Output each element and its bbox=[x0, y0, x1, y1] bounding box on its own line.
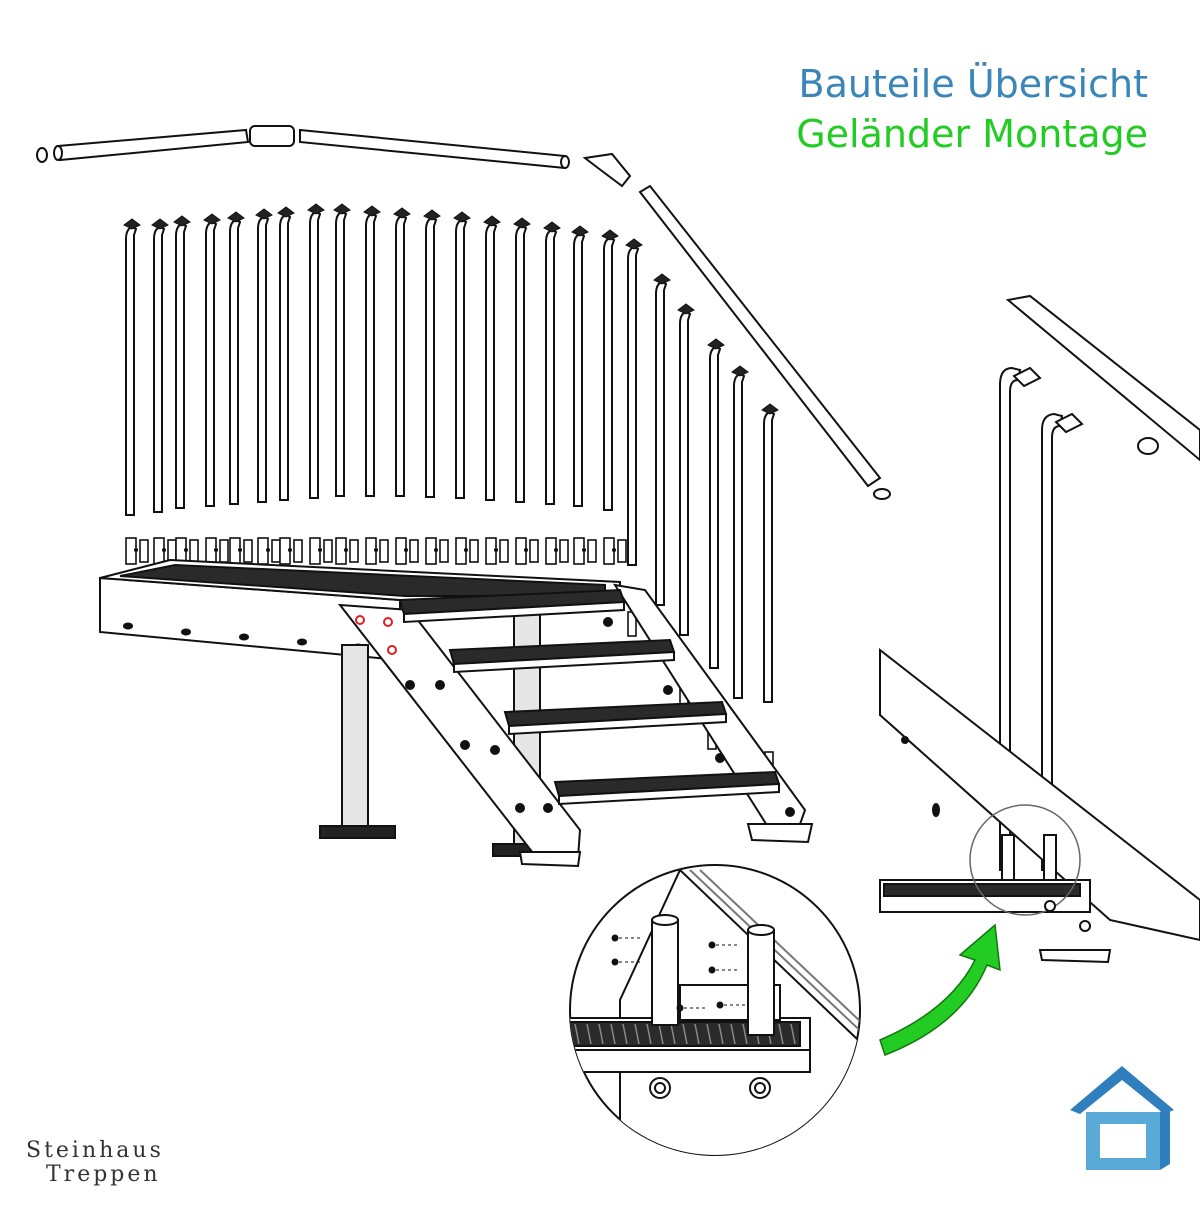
detail-stringer bbox=[879, 647, 1200, 942]
top-handrail bbox=[36, 125, 891, 500]
baluster bbox=[363, 205, 389, 565]
bolt-marker bbox=[383, 617, 393, 627]
staircase bbox=[337, 583, 814, 868]
baluster bbox=[333, 203, 359, 565]
brand-name-line1: Steinhaus bbox=[26, 1138, 164, 1163]
baluster bbox=[255, 208, 281, 565]
baluster bbox=[543, 221, 569, 565]
handrail-connector-right bbox=[582, 152, 632, 188]
bolt-marker bbox=[387, 645, 397, 655]
detail-bracket-1 bbox=[1001, 834, 1015, 881]
stair-step bbox=[448, 638, 676, 674]
platform bbox=[99, 558, 621, 662]
baluster bbox=[601, 229, 627, 565]
baluster bbox=[731, 365, 749, 699]
detail-bracket-2 bbox=[1043, 834, 1057, 881]
baluster bbox=[227, 211, 253, 565]
end-cap-right bbox=[873, 488, 891, 500]
stringer-holes bbox=[355, 615, 795, 817]
curved-arrow-icon bbox=[879, 923, 1001, 1056]
baluster bbox=[653, 273, 671, 606]
baluster bbox=[453, 211, 479, 565]
handrail-tube-left bbox=[56, 128, 250, 162]
stringer-front bbox=[337, 603, 582, 864]
post-left-foot bbox=[319, 825, 396, 839]
post-left bbox=[341, 644, 369, 828]
baluster bbox=[761, 403, 779, 703]
stringer-front-foot bbox=[518, 851, 582, 868]
brand-name-line2: Treppen bbox=[46, 1162, 161, 1187]
detail-clamp-1 bbox=[1012, 366, 1042, 388]
baluster bbox=[307, 203, 333, 565]
baluster bbox=[203, 213, 229, 565]
stringer-back-foot bbox=[746, 823, 814, 844]
baluster bbox=[393, 207, 419, 565]
detail-end-cap bbox=[1137, 437, 1159, 455]
steps bbox=[398, 588, 781, 806]
baluster bbox=[571, 225, 597, 565]
baluster bbox=[173, 215, 199, 565]
bolt-marker bbox=[355, 615, 365, 625]
handrail-connector-left bbox=[249, 125, 295, 147]
baluster bbox=[707, 338, 725, 669]
house-logo-icon bbox=[1070, 1066, 1174, 1170]
baluster bbox=[625, 238, 643, 566]
stair-step bbox=[553, 770, 781, 806]
baluster bbox=[277, 206, 303, 565]
baluster bbox=[423, 209, 449, 565]
handrail-tube-middle bbox=[299, 128, 566, 170]
magnified-detail bbox=[569, 864, 861, 1156]
detail-handrail-tube bbox=[1005, 294, 1200, 462]
handrail-tube-sloped bbox=[638, 184, 882, 488]
magnified-grating bbox=[570, 1021, 801, 1047]
title-railing-assembly: Geländer Montage bbox=[796, 112, 1148, 156]
stair-step bbox=[503, 700, 728, 736]
stair-step bbox=[398, 588, 626, 624]
detail-focus-circle bbox=[969, 804, 1081, 916]
baluster bbox=[123, 218, 149, 565]
baluster bbox=[677, 303, 695, 636]
magnified-post-left bbox=[651, 919, 679, 1026]
end-cap-left bbox=[36, 147, 48, 163]
baluster bbox=[151, 218, 177, 565]
baluster bbox=[513, 217, 539, 565]
magnified-post-right bbox=[747, 929, 775, 1036]
detail-clamp-2 bbox=[1054, 412, 1084, 434]
detail-side-view bbox=[879, 294, 1200, 964]
balusters bbox=[123, 203, 779, 777]
detail-foot bbox=[1038, 949, 1112, 964]
baluster bbox=[483, 215, 509, 565]
title-parts-overview: Bauteile Übersicht bbox=[798, 62, 1148, 106]
